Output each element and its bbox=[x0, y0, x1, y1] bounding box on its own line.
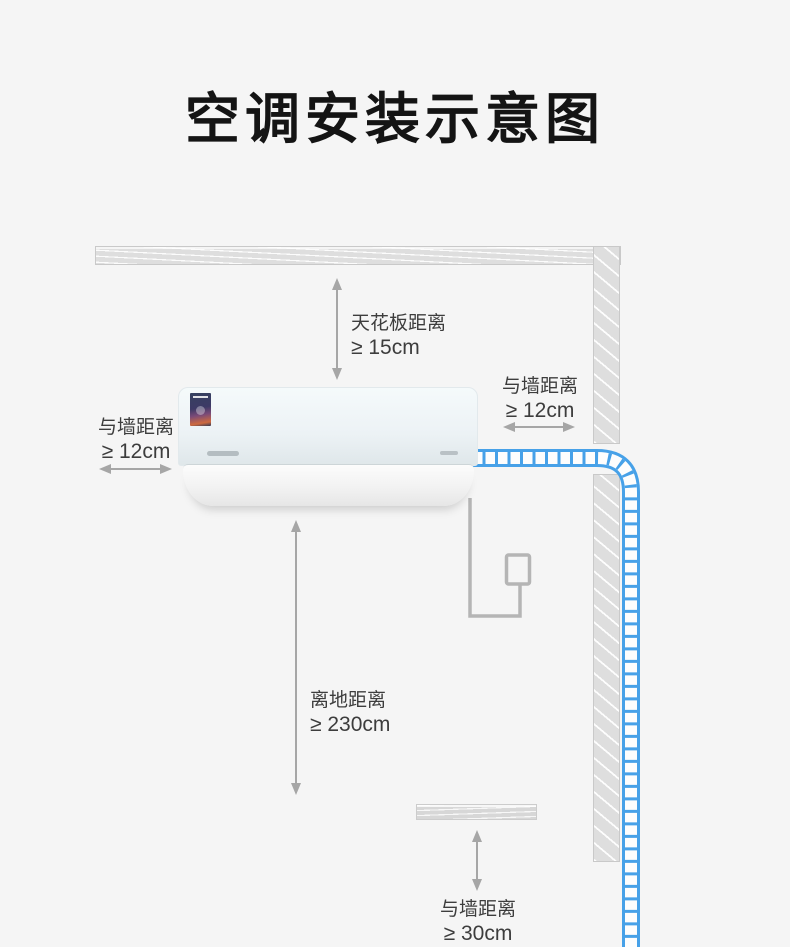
right-wall-upper bbox=[593, 246, 620, 444]
ceiling-distance-label: 天花板距离 ≥ 15cm bbox=[351, 312, 446, 360]
ceiling-wall bbox=[95, 246, 621, 265]
floor-distance-value: ≥ 230cm bbox=[310, 713, 391, 736]
floor-distance-text: 离地距离 bbox=[310, 690, 387, 711]
corrugated-pipe-icon bbox=[470, 449, 640, 947]
left-wall-distance-value: ≥ 12cm bbox=[101, 440, 171, 463]
right-wall-distance-label: 与墙距离 ≥ 12cm bbox=[494, 375, 586, 423]
left-wall-distance-label: 与墙距离 ≥ 12cm bbox=[94, 416, 178, 464]
bottom-wall-distance-arrow bbox=[472, 830, 482, 891]
right-wall-lower bbox=[593, 474, 620, 862]
left-wall-distance-text: 与墙距离 bbox=[97, 417, 174, 438]
page-title: 空调安装示意图 bbox=[184, 88, 605, 150]
floor-distance-label: 离地距离 ≥ 230cm bbox=[310, 689, 390, 737]
power-cord bbox=[468, 498, 532, 618]
ceiling-distance-text: 天花板距离 bbox=[351, 313, 447, 334]
bottom-wall-distance-label: 与墙距离 ≥ 30cm bbox=[426, 898, 530, 946]
brand-logo-mark bbox=[207, 451, 239, 456]
power-plug-icon bbox=[504, 553, 532, 586]
model-name-mark bbox=[440, 451, 458, 455]
floor-distance-arrow bbox=[291, 520, 301, 795]
ceiling-distance-value: ≥ 15cm bbox=[351, 336, 420, 359]
right-wall-distance-value: ≥ 12cm bbox=[505, 399, 575, 422]
bottom-wall-bar bbox=[416, 804, 537, 820]
energy-label-badge bbox=[190, 393, 211, 426]
ac-bottom-panel bbox=[183, 464, 474, 506]
ceiling-distance-arrow bbox=[332, 278, 342, 380]
bottom-wall-distance-value: ≥ 30cm bbox=[443, 922, 513, 945]
left-wall-distance-arrow bbox=[99, 464, 172, 474]
right-wall-distance-arrow bbox=[503, 422, 575, 432]
ac-body bbox=[178, 387, 478, 466]
bottom-wall-distance-text: 与墙距离 bbox=[439, 899, 516, 920]
right-wall-distance-text: 与墙距离 bbox=[501, 376, 578, 397]
dimension-arrows bbox=[99, 278, 575, 891]
